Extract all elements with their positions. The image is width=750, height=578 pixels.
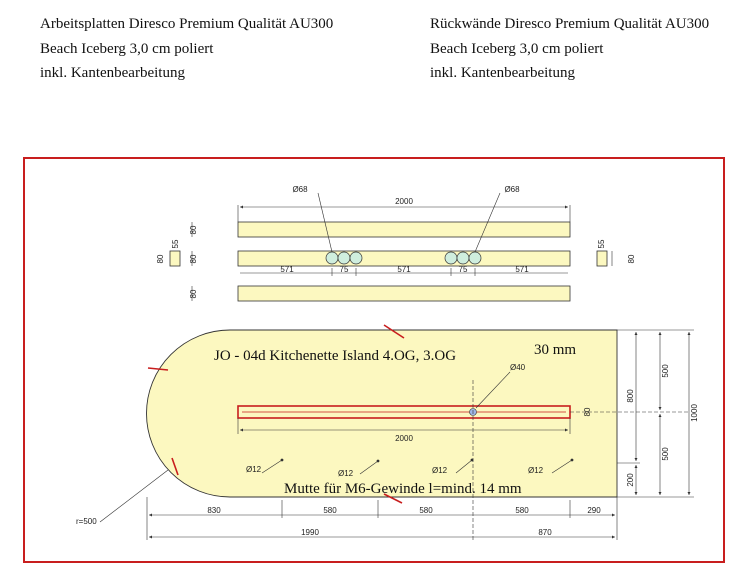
strip-bot-height: 80 [189,289,198,298]
hole-5 [456,251,470,265]
hole-6 [468,251,482,265]
header-left-line3: inkl. Kantenbearbeitung [40,65,185,81]
bottom-dim-4: 580 [515,506,529,515]
groove-length-dim: 2000 [395,434,413,443]
strip-mid-height: 80 [189,254,198,263]
header-right-line2: Beach Iceberg 3,0 cm poliert [430,40,604,57]
header-right: Rückwände Diresco Premium Qualität AU300… [430,12,709,86]
bottom-dim-5: 290 [587,506,601,515]
header-left-line1: Arbeitsplatten Diresco Premium Qualität … [40,16,334,32]
bottom-dim-3: 580 [419,506,433,515]
bottom-dim-1: 830 [207,506,221,515]
header-left: Arbeitsplatten Diresco Premium Qualität … [40,12,333,86]
hole-d12-label-3: Ø12 [432,466,448,475]
strip-seg-1: 571 [280,265,294,274]
hole-d68-right-label: Ø68 [504,185,520,194]
header-left-line2: Beach Iceberg 3,0 cm poliert [40,40,214,57]
total-dim-2: 870 [538,528,552,537]
header-right-line3: inkl. Kantenbearbeitung [430,65,575,81]
strip-seg-2: 571 [397,265,411,274]
hole-3 [349,251,363,265]
hole-d40-label: Ø40 [510,363,526,372]
strip-gap-2: 75 [459,265,468,274]
bottom-dim-2: 580 [323,506,337,515]
edge-markers [147,324,405,504]
hole-d12-label-1: Ø12 [246,465,262,474]
right-dim-1000: 1000 [690,404,699,422]
strip-side-left [169,250,181,267]
hole-d12-label-4: Ø12 [528,466,544,475]
header-right-line1: Rückwände Diresco Premium Qualität AU300 [430,16,710,32]
side-left-width: 55 [171,239,180,248]
groove-end-dim: 80 [583,407,592,416]
strip-length-dim: 2000 [395,197,413,206]
total-dim-1: 1990 [301,528,319,537]
strip-side-right [596,250,608,267]
strip-top-height: 80 [189,225,198,234]
nut-note: Mutte für M6-Gewinde l=mind. 14 mm [284,481,522,497]
radius-label: r=500 [76,517,97,526]
strip-gap-1: 75 [340,265,349,274]
main-label: JO - 04d Kitchenette Island 4.OG, 3.OG [214,348,456,364]
hole-d68-left-label: Ø68 [292,185,308,194]
hole-d12-label-2: Ø12 [338,469,354,478]
strip-seg-3: 571 [515,265,529,274]
right-dim-500-bottom: 500 [661,447,670,461]
backsplash-strips [169,221,608,302]
strip-top [237,221,571,238]
strip-middle [237,250,571,267]
side-left-height: 80 [156,254,165,263]
side-right-width: 55 [597,239,606,248]
side-right-height: 80 [627,254,636,263]
right-dim-500-top: 500 [661,364,670,378]
right-dim-800: 800 [626,389,635,403]
hole-1 [325,251,339,265]
hole-4 [444,251,458,265]
right-dim-200: 200 [626,473,635,487]
hole-2 [337,251,351,265]
thickness-label: 30 mm [534,342,576,358]
drawing-frame [23,157,725,563]
strip-bottom [237,285,571,302]
